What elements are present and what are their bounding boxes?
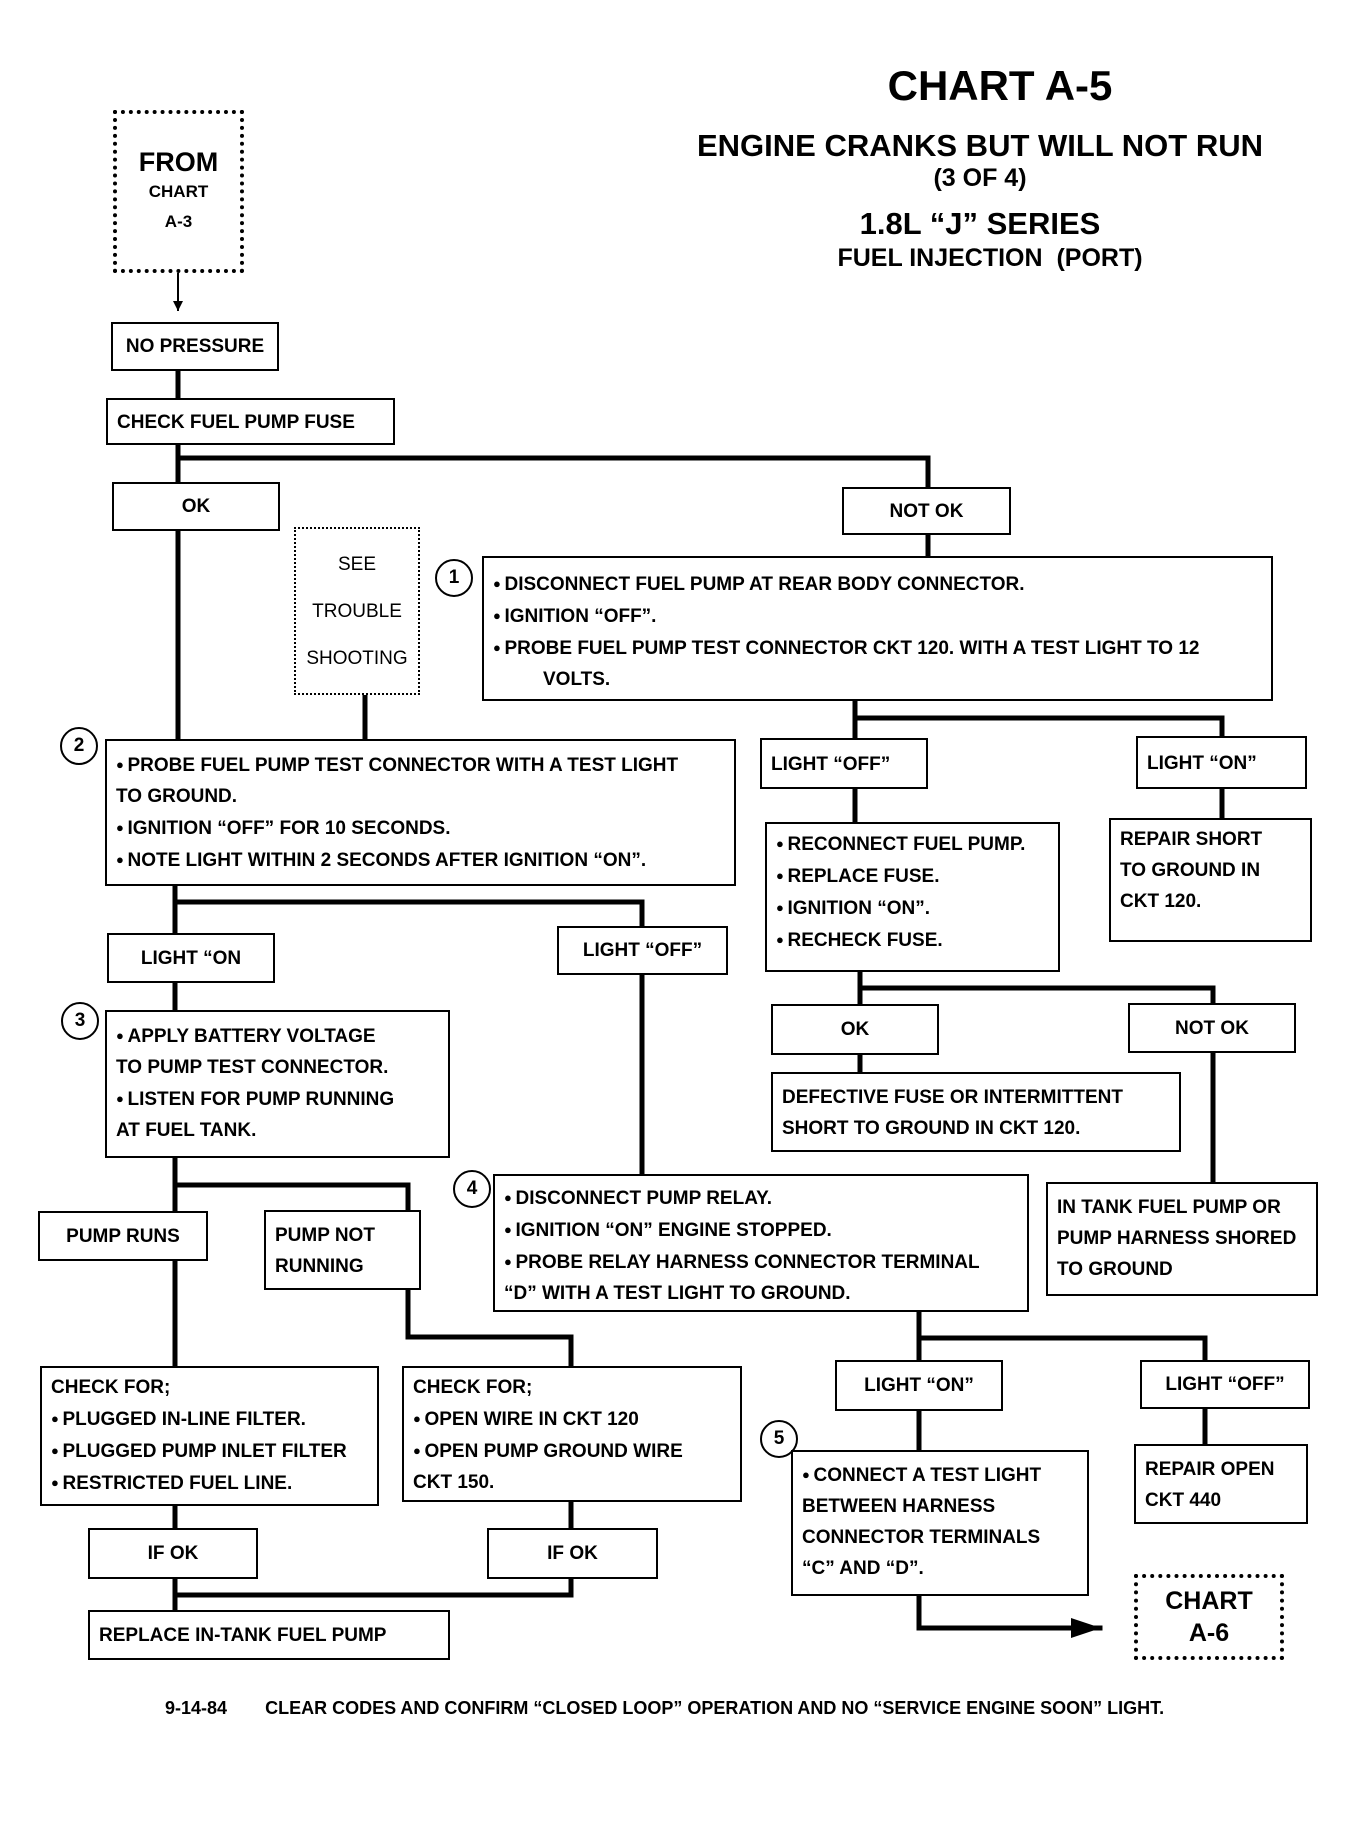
step3-line: AT FUEL TANK.	[116, 1120, 257, 1141]
check-for-2-line: CHECK FOR;	[413, 1377, 533, 1398]
see-troubleshooting-line: SEE	[337, 553, 377, 575]
in-tank-pump-line: PUMP HARNESS SHORED	[1057, 1228, 1297, 1249]
step1-line: IGNITION “OFF”.	[493, 600, 1262, 632]
step4-box: DISCONNECT PUMP RELAY. IGNITION “ON” ENG…	[493, 1174, 1029, 1312]
to-chart-label: CHART	[1165, 1587, 1253, 1615]
no-pressure-box: NO PRESSURE	[111, 322, 279, 371]
if-ok-1-box: IF OK	[88, 1528, 258, 1579]
repair-short-line: REPAIR SHORT	[1120, 829, 1263, 850]
repair-open-line: REPAIR OPEN	[1145, 1459, 1275, 1480]
check-for-1-line: CHECK FOR;	[51, 1377, 171, 1398]
fuse-not-ok-box: NOT OK	[842, 487, 1011, 535]
step3-line: TO PUMP TEST CONNECTOR.	[116, 1057, 389, 1078]
step2-line: IGNITION “OFF” FOR 10 SECONDS.	[116, 812, 725, 844]
step4-line: “D” WITH A TEST LIGHT TO GROUND.	[504, 1283, 851, 1304]
if-ok-2-box: IF OK	[487, 1528, 658, 1579]
step3-box: APPLY BATTERY VOLTAGE TO PUMP TEST CONNE…	[105, 1010, 450, 1158]
from-chart-reference[interactable]: FROM CHART A-3	[113, 110, 244, 273]
repair-open-box: REPAIR OPEN CKT 440	[1134, 1444, 1308, 1524]
step5-box: CONNECT A TEST LIGHT BETWEEN HARNESS CON…	[791, 1450, 1089, 1596]
replace-pump-box: REPLACE IN-TANK FUEL PUMP	[88, 1610, 450, 1660]
step5-line: BETWEEN HARNESS	[802, 1496, 996, 1517]
step2-line: PROBE FUEL PUMP TEST CONNECTOR WITH A TE…	[116, 749, 725, 781]
step-number-4: 4	[453, 1170, 491, 1208]
defective-fuse-line: SHORT TO GROUND IN CKT 120.	[782, 1118, 1081, 1139]
step2-line: NOTE LIGHT WITHIN 2 SECONDS AFTER IGNITI…	[116, 844, 725, 876]
reconnect-line: IGNITION “ON”.	[776, 892, 1049, 924]
light-on-3-box: LIGHT “ON”	[835, 1360, 1003, 1411]
check-for-1-line: PLUGGED PUMP INLET FILTER	[51, 1435, 368, 1467]
step3-line: LISTEN FOR PUMP RUNNING	[116, 1083, 439, 1115]
fuel-system: FUEL INJECTION (PORT)	[837, 244, 1143, 272]
repair-open-line: CKT 440	[1145, 1490, 1222, 1511]
step-number-3: 3	[61, 1002, 99, 1040]
pump-not-running-line: RUNNING	[275, 1256, 364, 1277]
step5-line: CONNECTOR TERMINALS	[802, 1527, 1041, 1548]
step4-line: DISCONNECT PUMP RELAY.	[504, 1182, 1018, 1214]
light-off-1-box: LIGHT “OFF”	[760, 738, 928, 789]
check-fuse-box: CHECK FUEL PUMP FUSE	[106, 398, 395, 445]
fuse-recheck-ok-box: OK	[771, 1004, 939, 1055]
repair-short-box: REPAIR SHORT TO GROUND IN CKT 120.	[1109, 818, 1312, 942]
light-off-2-box: LIGHT “OFF”	[557, 926, 728, 975]
in-tank-pump-line: TO GROUND	[1057, 1259, 1173, 1280]
step5-line: “C” AND “D”.	[802, 1558, 924, 1579]
step3-line: APPLY BATTERY VOLTAGE	[116, 1020, 439, 1052]
step-number-1: 1	[435, 559, 473, 597]
check-for-2-line: OPEN WIRE IN CKT 120	[413, 1403, 731, 1435]
check-for-2-box: CHECK FOR; OPEN WIRE IN CKT 120 OPEN PUM…	[402, 1366, 742, 1502]
step4-line: PROBE RELAY HARNESS CONNECTOR TERMINAL	[504, 1246, 1018, 1278]
reconnect-line: RECHECK FUSE.	[776, 924, 1049, 956]
check-for-1-line: PLUGGED IN-LINE FILTER.	[51, 1403, 368, 1435]
check-for-1-box: CHECK FOR; PLUGGED IN-LINE FILTER. PLUGG…	[40, 1366, 379, 1506]
reconnect-line: REPLACE FUSE.	[776, 860, 1049, 892]
step5-line: CONNECT A TEST LIGHT	[802, 1459, 1078, 1491]
defective-fuse-line: DEFECTIVE FUSE OR INTERMITTENT	[782, 1087, 1123, 1108]
see-troubleshooting-line: SHOOTING	[306, 647, 408, 669]
pump-not-running-line: PUMP NOT	[275, 1225, 375, 1246]
step1-line: DISCONNECT FUEL PUMP AT REAR BODY CONNEC…	[493, 568, 1262, 600]
step1-box: DISCONNECT FUEL PUMP AT REAR BODY CONNEC…	[482, 556, 1273, 701]
light-off-3-box: LIGHT “OFF”	[1140, 1360, 1310, 1409]
chart-title: ENGINE CRANKS BUT WILL NOT RUN	[696, 128, 1264, 163]
fuse-ok-box: OK	[112, 482, 280, 531]
step-number-2: 2	[60, 727, 98, 765]
see-troubleshooting-line: TROUBLE	[312, 600, 402, 622]
step1-line: PROBE FUEL PUMP TEST CONNECTOR CKT 120. …	[493, 632, 1262, 664]
to-chart-reference[interactable]: CHART A-6	[1134, 1574, 1284, 1660]
footer: 9-14-84 CLEAR CODES AND CONFIRM “CLOSED …	[165, 1698, 1164, 1719]
check-for-2-line: OPEN PUMP GROUND WIRE	[413, 1435, 731, 1467]
chart-id: CHART A-5	[887, 62, 1113, 109]
reconnect-box: RECONNECT FUEL PUMP. REPLACE FUSE. IGNIT…	[765, 822, 1060, 972]
to-chart-id: A-6	[1188, 1619, 1230, 1647]
pump-runs-box: PUMP RUNS	[38, 1211, 208, 1261]
repair-short-line: TO GROUND IN	[1120, 860, 1261, 881]
check-for-1-line: RESTRICTED FUEL LINE.	[51, 1467, 368, 1499]
footer-note: CLEAR CODES AND CONFIRM “CLOSED LOOP” OP…	[265, 1698, 1165, 1718]
step2-line: TO GROUND.	[116, 786, 238, 807]
chart-part: (3 OF 4)	[933, 164, 1027, 192]
from-chart-label: CHART	[148, 181, 209, 201]
repair-short-line: CKT 120.	[1120, 891, 1202, 912]
step4-line: IGNITION “ON” ENGINE STOPPED.	[504, 1214, 1018, 1246]
from-label: FROM	[138, 146, 219, 177]
fuse-recheck-not-ok-box: NOT OK	[1128, 1003, 1296, 1053]
engine-series: 1.8L “J” SERIES	[859, 206, 1101, 241]
check-for-2-line: CKT 150.	[413, 1472, 495, 1493]
defective-fuse-box: DEFECTIVE FUSE OR INTERMITTENT SHORT TO …	[771, 1072, 1181, 1152]
step2-box: PROBE FUEL PUMP TEST CONNECTOR WITH A TE…	[105, 739, 736, 886]
step1-line: VOLTS.	[543, 669, 611, 690]
see-troubleshooting-box: SEE TROUBLE SHOOTING	[294, 527, 420, 695]
pump-not-running-box: PUMP NOT RUNNING	[264, 1210, 421, 1290]
in-tank-pump-line: IN TANK FUEL PUMP OR	[1057, 1197, 1281, 1218]
from-chart-id: A-3	[164, 211, 193, 231]
footer-date: 9-14-84	[165, 1698, 228, 1718]
light-on-2-box: LIGHT “ON	[107, 933, 275, 983]
in-tank-pump-box: IN TANK FUEL PUMP OR PUMP HARNESS SHORED…	[1046, 1182, 1318, 1296]
light-on-1-box: LIGHT “ON”	[1136, 736, 1307, 789]
reconnect-line: RECONNECT FUEL PUMP.	[776, 828, 1049, 860]
